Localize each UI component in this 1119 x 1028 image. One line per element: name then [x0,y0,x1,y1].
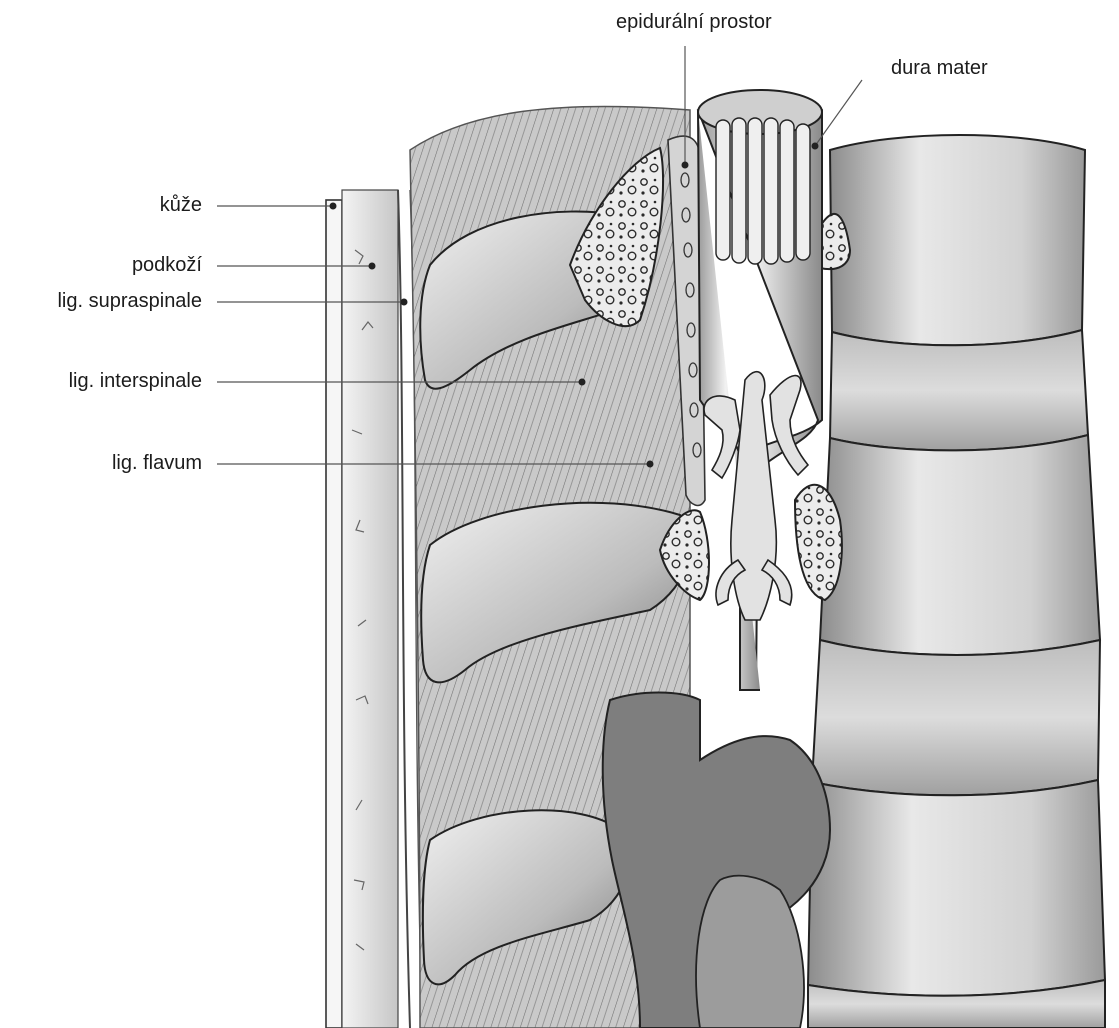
skin-layers [326,190,422,1028]
label-subcutis: podkoží [132,253,202,277]
lower-vertebral-arch [603,693,830,1028]
dura-and-spinal-cord [698,90,822,690]
label-skin: kůže [160,193,202,217]
label-epidural-space: epidurální prostor [616,10,772,34]
label-ligamentum-flavum: lig. flavum [112,451,202,475]
label-interspinous-ligament: lig. interspinale [69,369,202,393]
vertebral-bodies [808,135,1105,1028]
label-supraspinous-ligament: lig. supraspinale [57,289,202,313]
label-dura-mater: dura mater [891,56,988,80]
